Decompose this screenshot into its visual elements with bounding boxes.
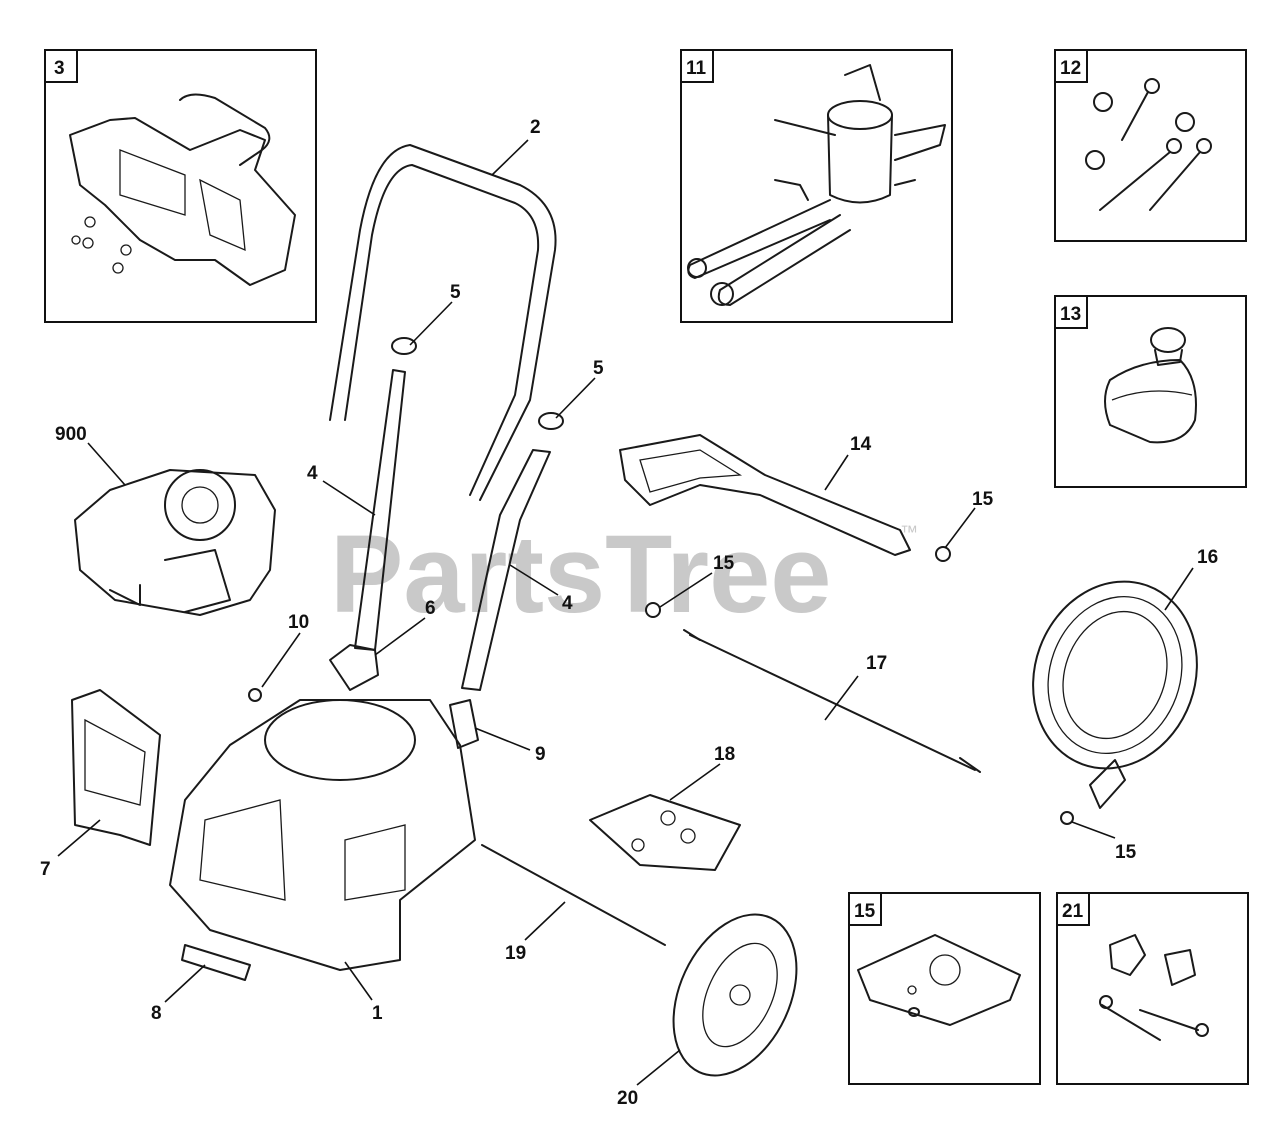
pump-assembly-part (687, 64, 946, 306)
inset-box-15-label: 15 (854, 901, 876, 922)
callout-15-hose: 15 (1115, 842, 1137, 863)
lance-part (689, 634, 976, 771)
hose-part (1032, 580, 1198, 809)
callout-2: 2 (530, 117, 541, 138)
inset-box-21-label: 21 (1062, 901, 1084, 922)
watermark-text: PartsTree (330, 513, 831, 636)
spray-gun-part (619, 434, 911, 556)
frame-base-part (169, 699, 476, 971)
control-panel-part (69, 93, 296, 286)
callout-18: 18 (714, 744, 735, 765)
callout-15-gun: 15 (972, 489, 994, 510)
bracket-6-part (329, 644, 379, 691)
inset-box-13-label: 13 (1060, 304, 1081, 325)
decal-set-part (857, 934, 1021, 1026)
o-ring-15-low (1060, 811, 1074, 825)
callout-20: 20 (617, 1088, 638, 1109)
inset-box-3[interactable]: 3 (44, 49, 317, 323)
plug-5-left (391, 337, 417, 355)
engine-part (74, 469, 276, 616)
nozzle-kit-part (589, 794, 741, 871)
inset-box-11[interactable]: 11 (680, 49, 953, 323)
leader-lines (57, 139, 1194, 1086)
wheel-part (672, 913, 798, 1077)
panel-7-part (71, 689, 161, 846)
watermark-trademark: ™ (900, 522, 918, 542)
inset-box-12-label: 12 (1060, 58, 1081, 79)
fuel-tank-part (1104, 327, 1197, 444)
frame-engine-ring (264, 699, 416, 781)
callout-15-lance: 15 (713, 553, 735, 574)
callout-900: 900 (55, 424, 87, 445)
callout-1: 1 (372, 1003, 383, 1024)
callout-4-right: 4 (562, 593, 573, 614)
handle-knobs-part (1099, 934, 1209, 1041)
callout-4-left: 4 (307, 463, 318, 484)
callout-16: 16 (1197, 547, 1218, 568)
upper-handle-part (329, 144, 557, 501)
bracket-9-part (449, 699, 479, 749)
callout-5-upper: 5 (450, 282, 461, 303)
callout-7: 7 (40, 859, 51, 880)
callout-5-lower: 5 (593, 358, 604, 379)
inset-box-12[interactable]: 12 (1054, 49, 1247, 242)
callout-17: 17 (866, 653, 887, 674)
grommet-10-part (248, 688, 262, 702)
callout-8: 8 (151, 1003, 162, 1024)
inset-box-15[interactable]: 15 (848, 892, 1041, 1085)
inset-box-13[interactable]: 13 (1054, 295, 1247, 488)
callout-6: 6 (425, 598, 436, 619)
inset-box-11-label: 11 (686, 58, 707, 79)
o-ring-15-top (935, 546, 951, 562)
inset-box-21[interactable]: 21 (1056, 892, 1249, 1085)
callout-10: 10 (288, 612, 309, 633)
callout-9: 9 (535, 744, 546, 765)
callout-14: 14 (850, 434, 872, 455)
handle-grip-8-part (181, 944, 251, 981)
lower-handle-right (461, 449, 551, 691)
axle-part (481, 844, 666, 946)
o-ring-15-mid (645, 602, 661, 618)
inset-box-3-label: 3 (54, 58, 65, 79)
callout-19: 19 (505, 943, 526, 964)
plug-5-right (538, 412, 564, 430)
hardware-bolts-part (1085, 78, 1212, 211)
